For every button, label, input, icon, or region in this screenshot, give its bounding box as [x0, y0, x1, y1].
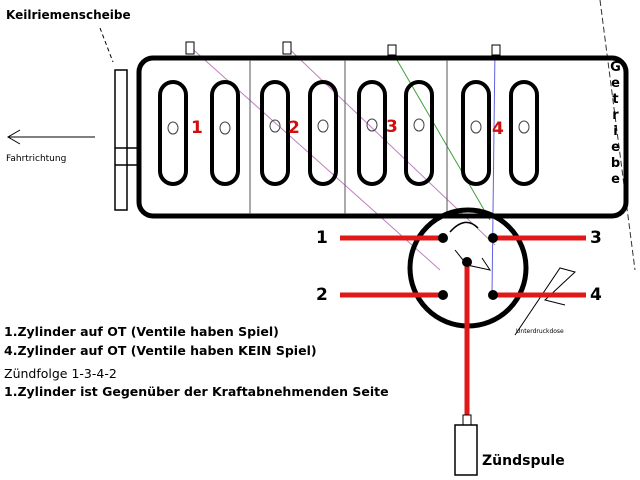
gearbox-label: Getriebe	[608, 60, 623, 188]
pulley-label: Keilriemenscheibe	[6, 8, 131, 22]
spark-wire-4	[491, 47, 496, 296]
terminal-label-3: 3	[590, 228, 602, 248]
cylinder-number-1: 1	[191, 118, 203, 138]
ignition-coil	[454, 424, 478, 476]
valve-2a	[260, 80, 290, 186]
gearbox-line	[599, 0, 636, 271]
note-1: 1.Zylinder auf OT (Ventile haben Spiel)	[4, 324, 279, 339]
valve-3b	[404, 80, 434, 186]
spark-plug-2	[282, 41, 292, 55]
spark-plug-4	[491, 44, 501, 56]
cylinder-number-4: 4	[492, 119, 504, 139]
valve-3a	[357, 80, 387, 186]
valve-1a	[158, 80, 188, 186]
cylinder-number-2: 2	[288, 118, 300, 138]
direction-arrow-icon	[7, 129, 95, 145]
cylinder-number-3: 3	[386, 117, 398, 137]
spark-wire-3	[389, 47, 491, 221]
engine-block	[136, 55, 629, 219]
note-3: 1.Zylinder ist Gegenüber der Kraftabnehm…	[4, 384, 389, 399]
rotor	[454, 249, 492, 271]
valve-4a	[461, 80, 491, 186]
terminal-label-2: 2	[316, 285, 328, 305]
vacuum-label: Unterdruckdose	[516, 328, 564, 335]
spark-plug-1	[185, 41, 195, 55]
valve-4b	[509, 80, 539, 186]
valve-2b	[308, 80, 338, 186]
terminal-label-4: 4	[590, 285, 602, 305]
valve-1b	[210, 80, 240, 186]
note-firing-order: Zündfolge 1-3-4-2	[4, 366, 117, 381]
direction-label: Fahrtrichtung	[6, 154, 67, 164]
vacuum-unit	[514, 267, 577, 336]
spark-plug-3	[387, 44, 397, 56]
rotation-arrow-icon	[449, 221, 479, 233]
pulley-pointer	[99, 27, 114, 63]
pulley	[114, 69, 128, 211]
note-2: 4.Zylinder auf OT (Ventile haben KEIN Sp…	[4, 343, 317, 358]
coil-label: Zündspule	[482, 453, 565, 469]
terminal-label-1: 1	[316, 228, 328, 248]
